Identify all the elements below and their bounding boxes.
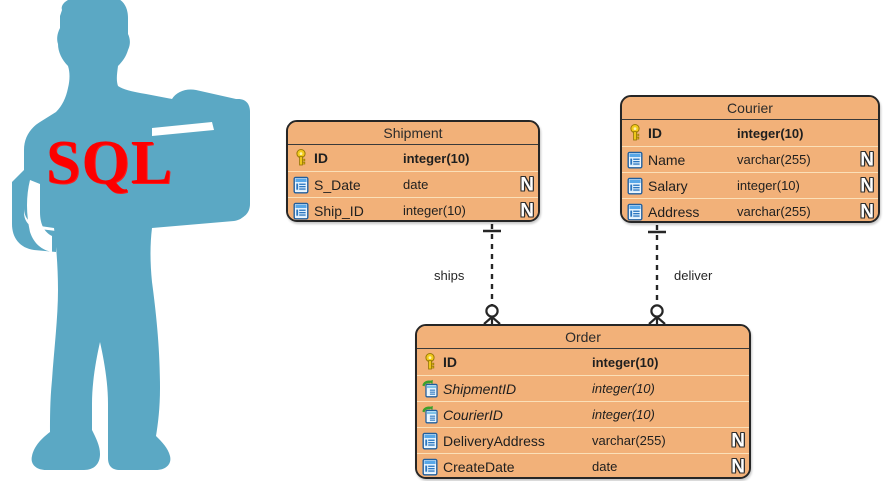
- er-column-row[interactable]: Address varchar(255) N: [622, 198, 878, 222]
- column-icon: [422, 458, 438, 475]
- er-column-row[interactable]: S_Date date N: [288, 171, 538, 197]
- column-name: ShipmentID: [443, 380, 517, 397]
- column-icon: [627, 177, 643, 194]
- column-icon: [626, 202, 644, 222]
- primary-key-icon: [626, 123, 644, 143]
- foreign-key-icon: [422, 405, 438, 423]
- column-icon: [292, 201, 310, 221]
- column-name: ID: [443, 354, 457, 370]
- column-icon: [627, 203, 643, 220]
- er-column-row[interactable]: CourierID integer(10): [417, 401, 749, 427]
- er-column-row[interactable]: Salary integer(10) N: [622, 172, 878, 198]
- column-type: integer(10): [592, 381, 655, 396]
- silhouette-body: [12, 0, 248, 470]
- column-icon: [421, 457, 439, 477]
- column-icon: [627, 151, 643, 168]
- column-name: Address: [648, 203, 700, 220]
- er-column-row[interactable]: ShipmentID integer(10): [417, 375, 749, 401]
- er-table-rows: ID integer(10) Name varchar(255) N Salary inte…: [622, 120, 878, 222]
- column-icon: [421, 431, 439, 451]
- primary-key-icon: [630, 124, 640, 141]
- er-column-row[interactable]: DeliveryAddress varchar(255) N: [417, 427, 749, 453]
- nullable-badge: N: [860, 175, 874, 196]
- nullable-badge: N: [731, 430, 745, 451]
- relationship-label: deliver: [674, 268, 713, 283]
- column-icon: [293, 202, 309, 219]
- column-type: date: [592, 459, 618, 474]
- relationship-connector-ships[interactable]: [470, 222, 514, 325]
- nullable-badge: N: [520, 174, 534, 195]
- nullable-badge: N: [860, 201, 874, 222]
- column-name: Ship_ID: [314, 202, 364, 219]
- column-name: ID: [314, 150, 328, 166]
- connector-line: [483, 224, 501, 325]
- primary-key-icon: [292, 148, 310, 168]
- column-type: varchar(255): [737, 152, 811, 167]
- nullable-badge: N: [731, 456, 745, 477]
- column-icon: [422, 432, 438, 449]
- er-table-title: Order: [417, 326, 749, 349]
- relationship-connector-deliver[interactable]: [635, 223, 679, 325]
- column-type: date: [403, 177, 429, 192]
- er-column-row[interactable]: ID integer(10): [288, 145, 538, 171]
- column-type: integer(10): [737, 125, 804, 141]
- er-column-row[interactable]: ID integer(10): [417, 349, 749, 375]
- column-icon: [626, 176, 644, 196]
- primary-key-icon: [296, 149, 306, 166]
- er-table-title: Courier: [622, 97, 878, 120]
- er-column-row[interactable]: Ship_ID integer(10) N: [288, 197, 538, 221]
- foreign-key-icon: [422, 379, 438, 397]
- column-type: integer(10): [403, 203, 466, 218]
- er-column-row[interactable]: Name varchar(255) N: [622, 146, 878, 172]
- column-name: ID: [648, 125, 662, 141]
- column-type: integer(10): [592, 354, 659, 370]
- column-name: DeliveryAddress: [443, 432, 545, 449]
- delivery-man-illustration: SQL: [0, 0, 290, 481]
- carried-box: [146, 98, 250, 227]
- sql-wordmark: SQL: [46, 129, 174, 197]
- column-name: S_Date: [314, 176, 361, 193]
- foreign-key-icon: [421, 405, 439, 425]
- column-icon: [292, 175, 310, 195]
- nullable-badge: N: [520, 200, 534, 221]
- column-type: integer(10): [737, 178, 800, 193]
- column-name: Name: [648, 151, 686, 168]
- column-icon: [626, 150, 644, 170]
- foreign-key-icon: [421, 379, 439, 399]
- relationship-label: ships: [434, 268, 465, 283]
- er-table-title: Shipment: [288, 122, 538, 145]
- box-tape-strip: [152, 122, 214, 136]
- column-name: CourierID: [443, 406, 503, 423]
- column-name: Salary: [648, 177, 688, 194]
- connector-line: [648, 225, 666, 325]
- column-type: varchar(255): [737, 204, 811, 219]
- column-type: varchar(255): [592, 433, 666, 448]
- silhouette-svg: [12, 0, 250, 470]
- column-type: integer(10): [403, 150, 470, 166]
- primary-key-icon: [421, 352, 439, 372]
- primary-key-icon: [425, 353, 435, 370]
- er-column-row[interactable]: CreateDate date N: [417, 453, 749, 477]
- column-name: CreateDate: [443, 458, 515, 475]
- er-column-row[interactable]: ID integer(10): [622, 120, 878, 146]
- nullable-badge: N: [860, 149, 874, 170]
- column-type: integer(10): [592, 407, 655, 422]
- column-icon: [293, 176, 309, 193]
